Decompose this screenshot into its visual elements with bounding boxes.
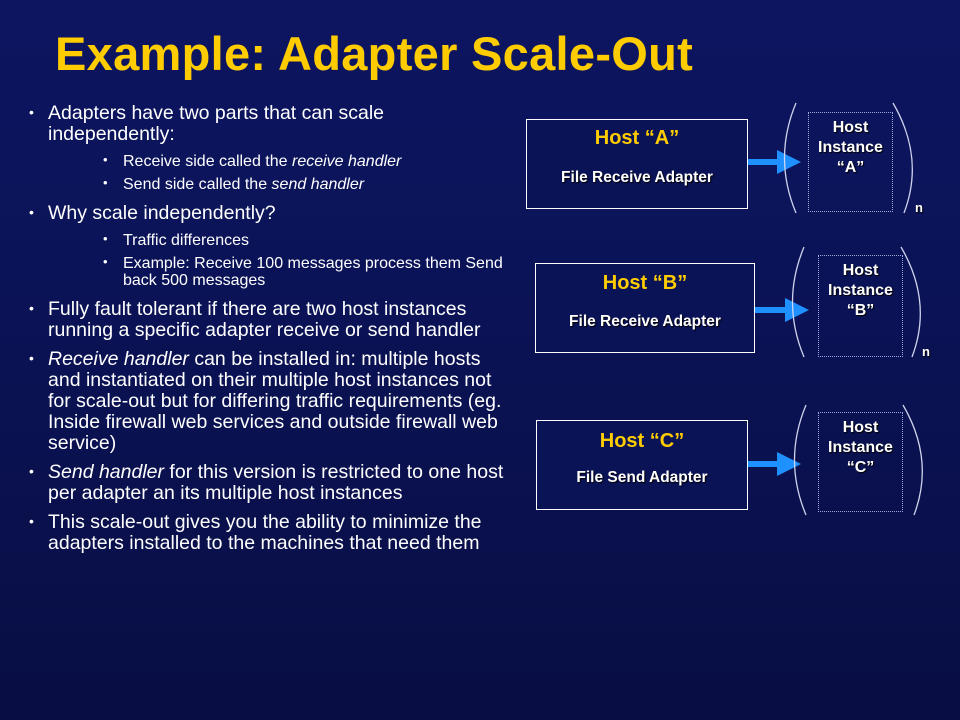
left-paren-bracket (791, 246, 805, 358)
adapter-label: File Receive Adapter (561, 169, 713, 186)
bullet-dot-icon: • (103, 175, 108, 190)
sub-bullet-item: • Traffic differences (22, 231, 512, 249)
host-instance-b: Host Instance “B” (818, 255, 903, 357)
bullet-text: This scale-out gives you the ability to … (48, 511, 482, 554)
bullet-text: Send side called the (123, 176, 272, 193)
bullet-dot-icon: • (29, 104, 34, 120)
bullet-text: Traffic differences (123, 232, 249, 249)
instance-line: “B” (846, 302, 875, 319)
bullet-item: • Receive handler can be installed in: mu… (22, 349, 512, 454)
sub-bullet-item: • Example: Receive 100 messages process t… (22, 254, 512, 289)
sub-bullet-item: • Receive side called the receive handler (22, 152, 512, 170)
host-box-a: Host “A” File Receive Adapter (526, 119, 748, 209)
bullet-dot-icon: • (29, 300, 34, 316)
instance-line: Host (832, 119, 869, 136)
instance-line: Instance (818, 139, 883, 156)
bullet-text: for this version is restricted to one ho… (48, 461, 504, 504)
bullet-text: Adapters have two parts that can scale i… (48, 102, 385, 145)
bullet-item: • Fully fault tolerant if there are two h… (22, 299, 512, 341)
bullet-text: Why scale independently? (48, 202, 276, 224)
bullet-item: • Why scale independently? (22, 203, 512, 224)
bullet-text: Fully fault tolerant if there are two ho… (48, 298, 481, 341)
bullet-dot-icon: • (29, 350, 34, 366)
bullet-emphasis: Send handler (48, 461, 165, 483)
bullet-dot-icon: • (103, 254, 108, 269)
host-box-c: Host “C” File Send Adapter (536, 420, 748, 510)
bullet-emphasis: receive handler (291, 153, 402, 170)
right-paren-bracket (900, 246, 921, 358)
adapter-label: File Send Adapter (576, 469, 708, 486)
host-name: Host “C” (599, 430, 685, 452)
instance-line: Host (842, 262, 879, 279)
adapter-label: File Receive Adapter (569, 313, 721, 330)
sub-bullet-item: • Send side called the send handler (22, 175, 512, 193)
bullet-dot-icon: • (29, 204, 34, 220)
left-paren-bracket (793, 404, 807, 516)
instance-line: Instance (828, 282, 893, 299)
bullet-emphasis: Receive handler (48, 348, 189, 370)
host-name: Host “B” (602, 272, 688, 294)
bullet-text: Example: Receive 100 messages process th… (123, 255, 503, 289)
bullet-text: Receive side called the (123, 153, 292, 170)
instance-line: Host (842, 419, 879, 436)
host-name: Host “A” (594, 127, 680, 149)
right-paren-bracket (892, 102, 913, 214)
host-instance-c: Host Instance “C” (818, 412, 903, 512)
instance-line: Instance (828, 439, 893, 456)
bullet-dot-icon: • (103, 231, 108, 246)
host-box-b: Host “B” File Receive Adapter (535, 263, 755, 353)
bullet-dot-icon: • (29, 513, 34, 529)
bullet-text: can be installed in: multiple hosts and … (48, 348, 502, 454)
bullet-emphasis: send handler (271, 176, 365, 193)
bullet-list: • Adapters have two parts that can scale … (22, 103, 512, 562)
multiplicity-label: n (922, 344, 930, 359)
multiplicity-label: n (915, 200, 923, 215)
bullet-item: • Adapters have two parts that can scale … (22, 103, 512, 145)
bullet-dot-icon: • (29, 463, 34, 479)
bullet-item: • This scale-out gives you the ability to… (22, 512, 512, 554)
bullet-item: • Send handler for this version is restri… (22, 462, 512, 504)
host-instance-a: Host Instance “A” (808, 112, 893, 212)
slide-title: Example: Adapter Scale-Out (55, 27, 694, 80)
instance-line: “A” (836, 159, 865, 176)
instance-line: “C” (846, 459, 875, 476)
bullet-dot-icon: • (103, 152, 108, 167)
left-paren-bracket (783, 102, 797, 214)
right-paren-bracket (902, 404, 923, 516)
